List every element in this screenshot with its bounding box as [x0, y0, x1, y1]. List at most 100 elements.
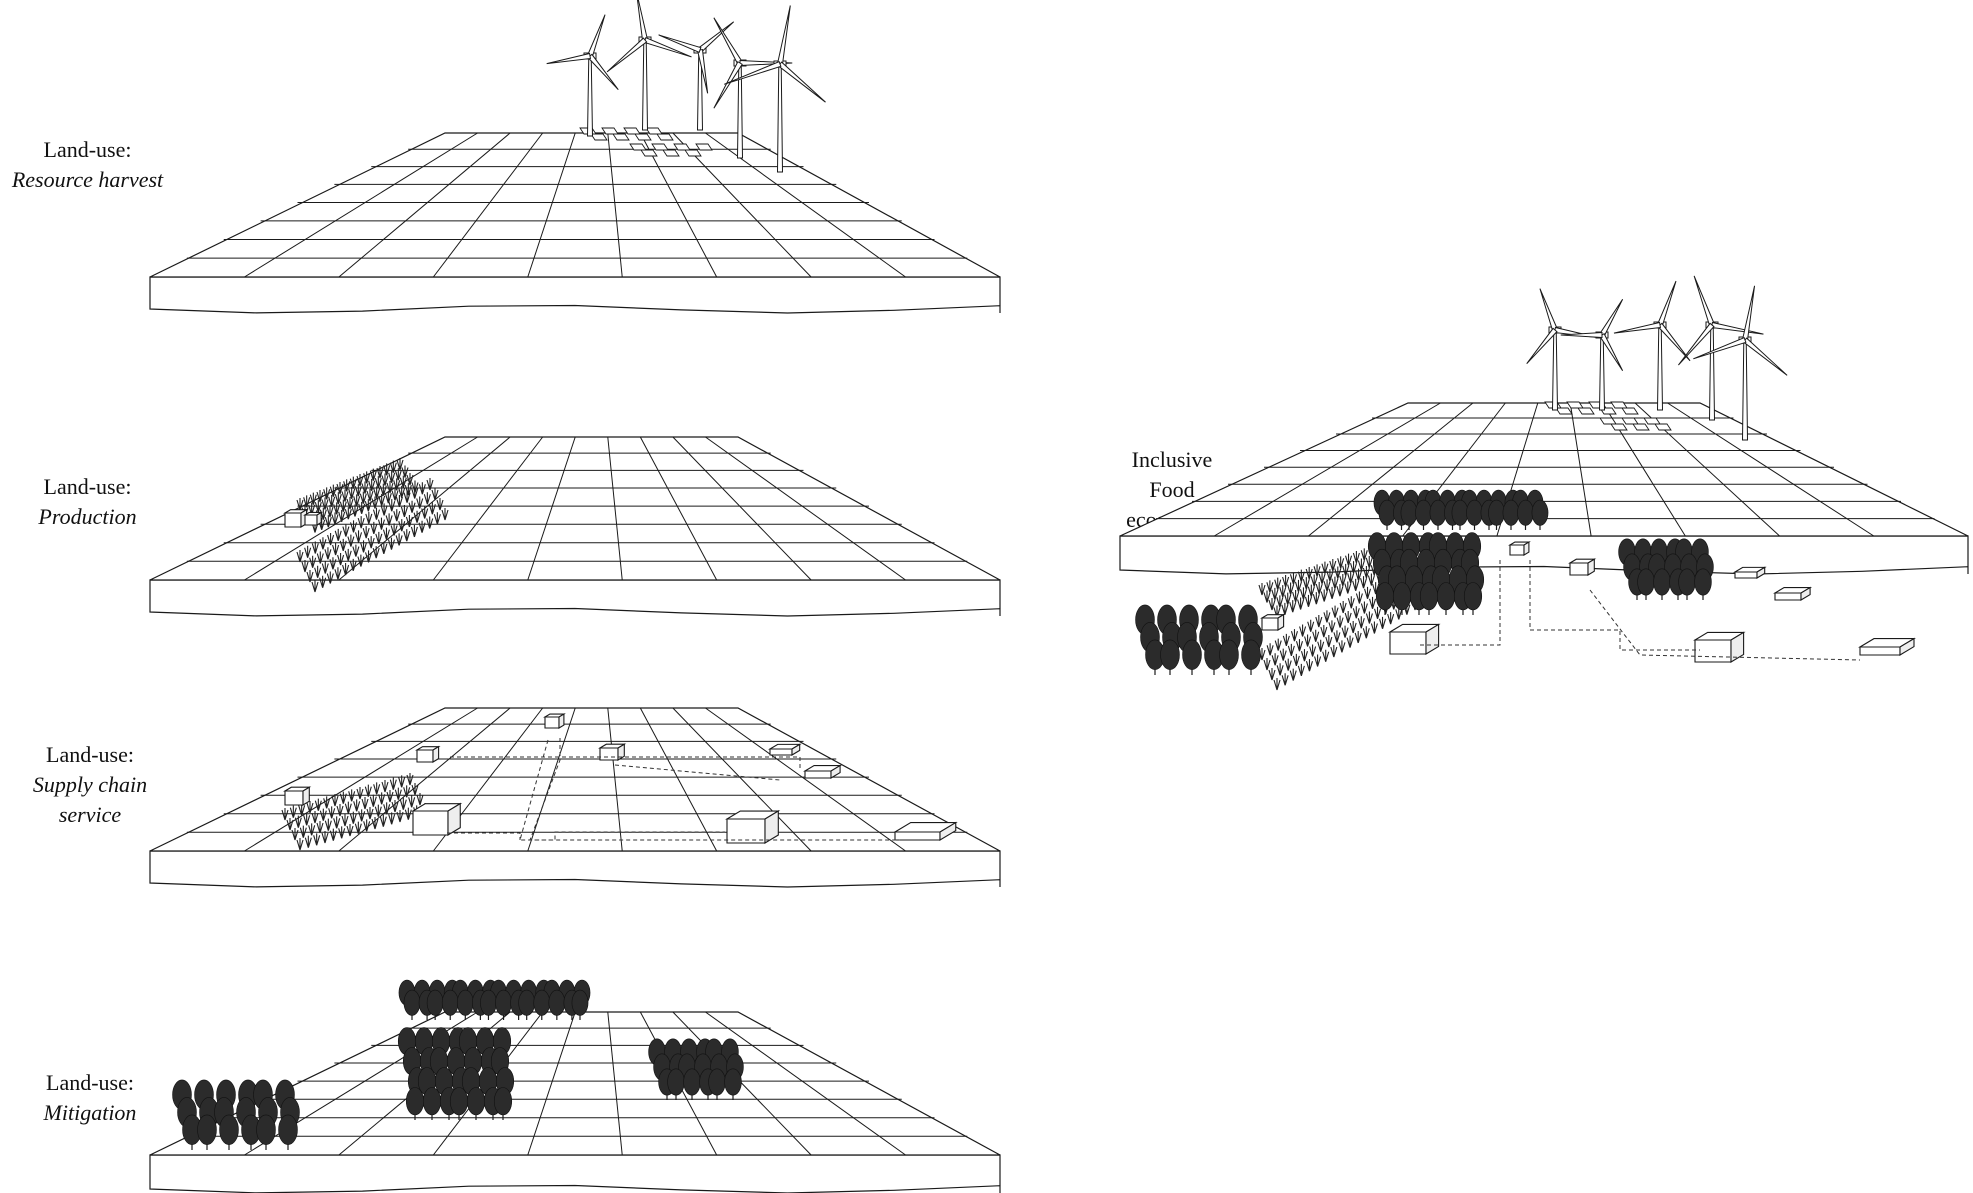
turbine-blade: [1694, 276, 1714, 326]
farm-house: [305, 512, 321, 525]
tree: [1638, 569, 1655, 600]
building-side: [433, 747, 439, 762]
tree-crown: [279, 1115, 298, 1145]
crop-plant: [1329, 620, 1335, 632]
tree-crown: [1183, 640, 1202, 670]
crop-plant: [1274, 678, 1280, 690]
tree-crown: [1430, 500, 1446, 525]
tree-crown: [1695, 569, 1712, 595]
processing-facility: [1390, 624, 1439, 654]
wind-turbine: [1561, 299, 1623, 410]
tree-crown: [220, 1115, 239, 1145]
tree-crown: [1464, 583, 1482, 611]
crop-plant: [1340, 601, 1346, 613]
crop-plant: [1345, 611, 1351, 623]
crop-plant: [1334, 630, 1340, 642]
farm-house: [1262, 615, 1284, 630]
tree-crown: [1393, 583, 1411, 611]
platform-supply-chain: [150, 708, 1000, 887]
crop-plant: [1290, 669, 1296, 681]
retail-outlet: [770, 744, 800, 755]
turbine-blade: [1527, 328, 1557, 363]
tree-crown: [1161, 640, 1180, 670]
tree-crown: [257, 1115, 276, 1145]
crop-plant: [1305, 634, 1311, 646]
tree: [1679, 569, 1696, 600]
building-front: [1775, 593, 1801, 600]
building-front: [1262, 618, 1278, 630]
tree-crown: [1420, 583, 1438, 611]
tree-crown: [427, 990, 443, 1015]
crop-plant: [1339, 640, 1345, 652]
platform-top: [150, 437, 1000, 580]
tree-crown: [404, 990, 420, 1015]
platform-mitigation: [150, 980, 1000, 1193]
tree-crown: [442, 990, 458, 1015]
crop-plant: [1329, 587, 1335, 599]
building-front: [600, 748, 618, 760]
building-front: [1735, 572, 1757, 578]
crop-plant: [1370, 597, 1376, 609]
building-front: [545, 717, 559, 728]
crop-plant: [1282, 603, 1288, 615]
crop-plant: [1337, 584, 1343, 596]
crop-plant: [1350, 621, 1356, 633]
turbine-tower: [1743, 340, 1748, 440]
building-front: [1695, 640, 1731, 662]
crop-plant: [1353, 606, 1359, 618]
turbine-blade: [1658, 281, 1676, 326]
tree-crown: [1466, 500, 1482, 525]
storage-building: [1570, 559, 1594, 575]
platform-slab: [150, 1155, 1000, 1193]
tree-crown: [1242, 640, 1261, 670]
tree-crown: [549, 990, 565, 1015]
farm-house: [285, 510, 307, 527]
turbine-blade: [644, 38, 691, 57]
turbine-blade: [1540, 289, 1557, 331]
tree-crown: [725, 1069, 742, 1095]
tree-crown: [1532, 500, 1548, 525]
building-front: [413, 811, 448, 835]
crop-plant: [1366, 612, 1372, 624]
tree-crown: [1679, 569, 1696, 595]
platform-ecosystem: [1120, 276, 1968, 690]
forest-cluster: [1136, 605, 1263, 675]
crop-plant: [1345, 582, 1351, 594]
platform-slab: [1120, 536, 1968, 574]
tree-crown: [1379, 500, 1395, 525]
crop-plant: [1363, 626, 1369, 638]
turbine-blade: [1678, 323, 1714, 365]
crop-plant: [1301, 649, 1307, 661]
turbine-blade: [714, 18, 742, 64]
crop-plant: [1296, 639, 1302, 651]
crop-plant: [1293, 654, 1299, 666]
crop-plant: [1288, 644, 1294, 656]
retail-outlet: [805, 766, 840, 778]
crop-plant: [1291, 629, 1297, 641]
crop-plant: [1305, 595, 1311, 607]
crop-plant: [1342, 626, 1348, 638]
building-front: [1860, 647, 1900, 655]
building-side: [1278, 615, 1284, 630]
crop-plant: [1355, 631, 1361, 643]
crop-plant: [1358, 616, 1364, 628]
crop-plant: [1388, 612, 1394, 624]
building-front: [1510, 545, 1524, 555]
storage-building: [1510, 542, 1529, 555]
wind-turbine: [547, 15, 619, 136]
tree-crown: [534, 990, 550, 1015]
building-front: [305, 515, 317, 525]
crop-plant: [1313, 630, 1319, 642]
tree-crown: [494, 1088, 512, 1116]
platform-top: [150, 708, 1000, 851]
platform-resource-harvest: [150, 0, 1000, 313]
tree-crown: [1415, 500, 1431, 525]
building-front: [770, 749, 792, 755]
tree-crown: [572, 990, 588, 1015]
building-side: [303, 787, 309, 805]
crop-plant: [1308, 620, 1314, 632]
wind-turbine: [1614, 281, 1690, 410]
crop-plant: [1318, 640, 1324, 652]
tree: [1376, 583, 1394, 616]
crop-plant: [1306, 659, 1312, 671]
